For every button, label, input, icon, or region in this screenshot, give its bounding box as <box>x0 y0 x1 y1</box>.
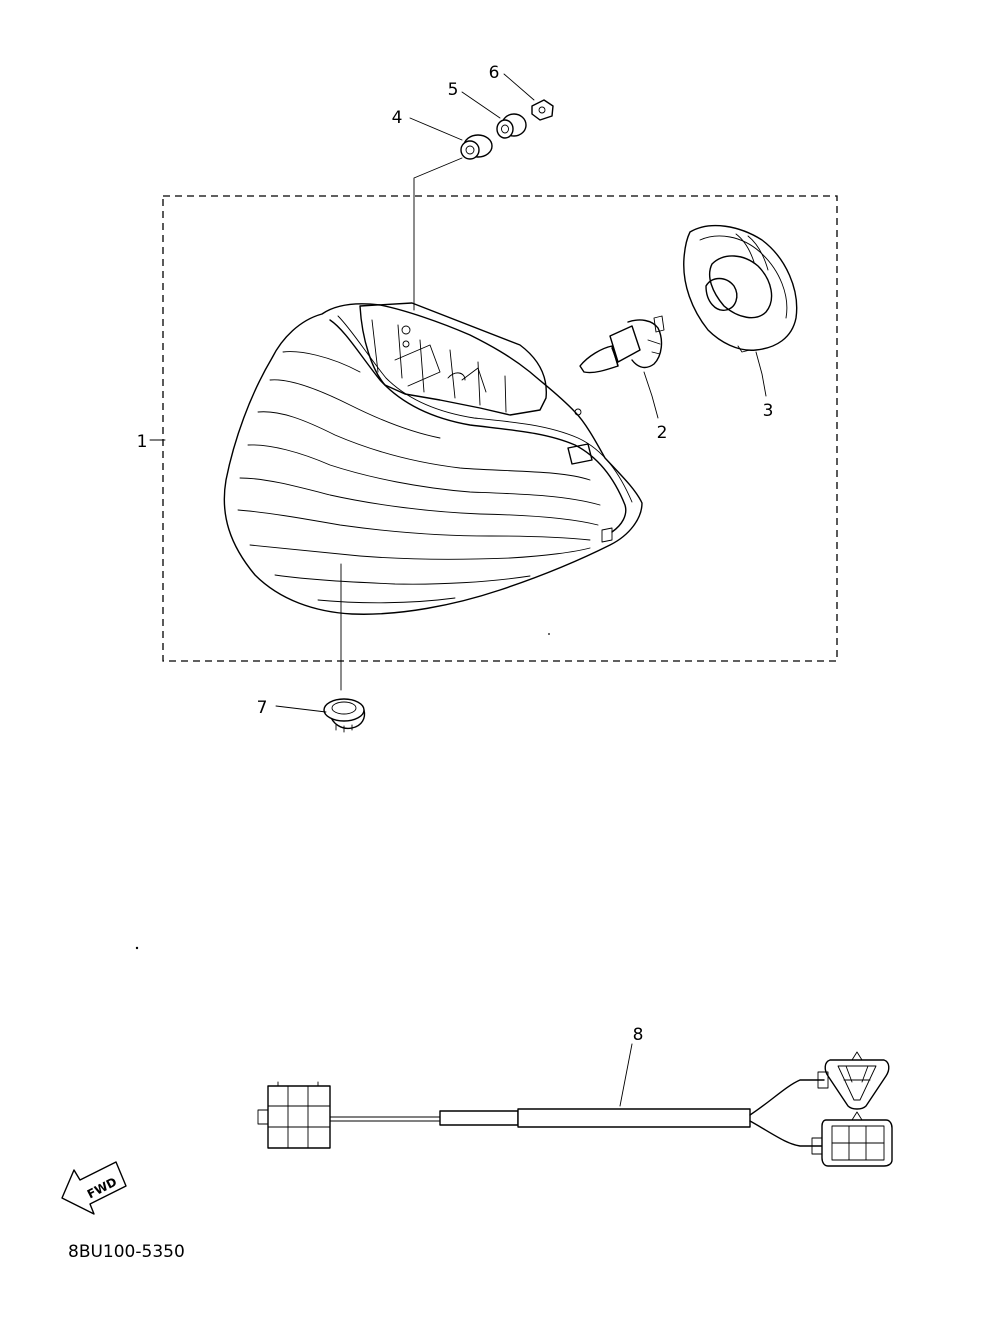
bulb-cover <box>683 224 798 353</box>
plug-part-7 <box>323 698 366 733</box>
callout-4: 4 <box>392 108 403 128</box>
collar-part-5 <box>496 113 527 139</box>
callout-2: 2 <box>657 423 668 443</box>
callout-5: 5 <box>448 80 459 100</box>
scan-dot <box>548 633 550 635</box>
leader-lines <box>149 73 767 1107</box>
nut-part-6 <box>531 99 554 121</box>
wire-harness <box>257 1051 893 1167</box>
callout-1: 1 <box>137 432 148 452</box>
callout-7: 7 <box>257 698 268 718</box>
fwd-arrow: FWD <box>61 1161 127 1215</box>
harness-upper-connector <box>817 1051 890 1110</box>
harness-left-connector <box>257 1081 331 1149</box>
callout-3: 3 <box>763 401 774 421</box>
grommet-part-4 <box>460 134 493 160</box>
harness-lower-connector <box>811 1111 893 1167</box>
assembly-boundary-box <box>162 195 838 662</box>
callout-6: 6 <box>489 63 500 83</box>
headlight-housing <box>223 302 643 615</box>
diagram-part-number: 8BU100-5350 <box>68 1242 185 1262</box>
scan-dot <box>135 946 139 950</box>
headlight-bulb <box>579 315 665 374</box>
callout-8: 8 <box>633 1025 644 1045</box>
